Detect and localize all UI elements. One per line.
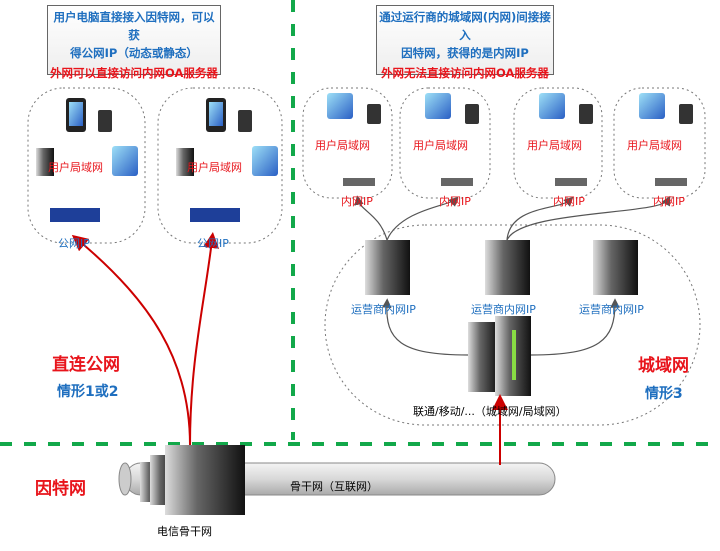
left-subtitle: 情形1或2 bbox=[57, 384, 119, 400]
lan-label: 用户局域网 bbox=[315, 139, 370, 152]
lan-label: 用户局域网 bbox=[187, 161, 242, 174]
telecom-label: 电信骨干网 bbox=[157, 525, 212, 538]
left-note-line3: 外网可以直接访问内网OA服务器 bbox=[50, 66, 218, 80]
isp-ip-label: 运营商内网IP bbox=[579, 303, 644, 316]
ip-label: 公网IP bbox=[58, 237, 90, 250]
isp-ip-label: 运营商内网IP bbox=[471, 303, 536, 316]
right-devices bbox=[327, 93, 693, 186]
right-subtitle: 情形3 bbox=[645, 386, 683, 402]
ip-label: 内网IP bbox=[341, 195, 373, 208]
left-note-box: 用户电脑直接接入因特网，可以获 得公网IP（动态或静态） 外网可以直接访问内网O… bbox=[47, 5, 221, 80]
lan-label: 用户局域网 bbox=[48, 161, 103, 174]
right-note-line3: 外网无法直接访问内网OA服务器 bbox=[381, 66, 549, 80]
isp-ip-label: 运营商内网IP bbox=[351, 303, 416, 316]
core-switch bbox=[468, 316, 531, 396]
lan-label: 用户局域网 bbox=[413, 139, 468, 152]
telecom-servers bbox=[140, 445, 245, 515]
lan-label: 用户局域网 bbox=[527, 139, 582, 152]
dividers bbox=[0, 0, 720, 446]
right-title: 城域网 bbox=[638, 356, 689, 376]
right-note-box: 通过运行商的城域网(内网)间接接入 因特网，获得的是内网IP 外网无法直接访问内… bbox=[376, 5, 554, 80]
ip-label: 内网IP bbox=[653, 195, 685, 208]
isp-servers bbox=[365, 240, 638, 295]
internet-label: 因特网 bbox=[35, 479, 86, 499]
lan-label: 用户局域网 bbox=[627, 139, 682, 152]
right-note-line2: 因特网，获得的是内网IP bbox=[401, 46, 529, 60]
left-note-line2: 得公网IP（动态或静态） bbox=[70, 46, 198, 60]
left-note-line1: 用户电脑直接接入因特网，可以获 bbox=[53, 10, 215, 42]
left-devices bbox=[36, 98, 278, 222]
backbone-label: 骨干网（互联网） bbox=[290, 480, 378, 493]
ip-label: 公网IP bbox=[197, 237, 229, 250]
ip-label: 内网IP bbox=[553, 195, 585, 208]
left-title: 直连公网 bbox=[52, 355, 120, 375]
right-note-line1: 通过运行商的城域网(内网)间接接入 bbox=[379, 10, 551, 42]
ip-label: 内网IP bbox=[439, 195, 471, 208]
core-label: 联通/移动/...（城域网/局域网） bbox=[413, 405, 567, 418]
